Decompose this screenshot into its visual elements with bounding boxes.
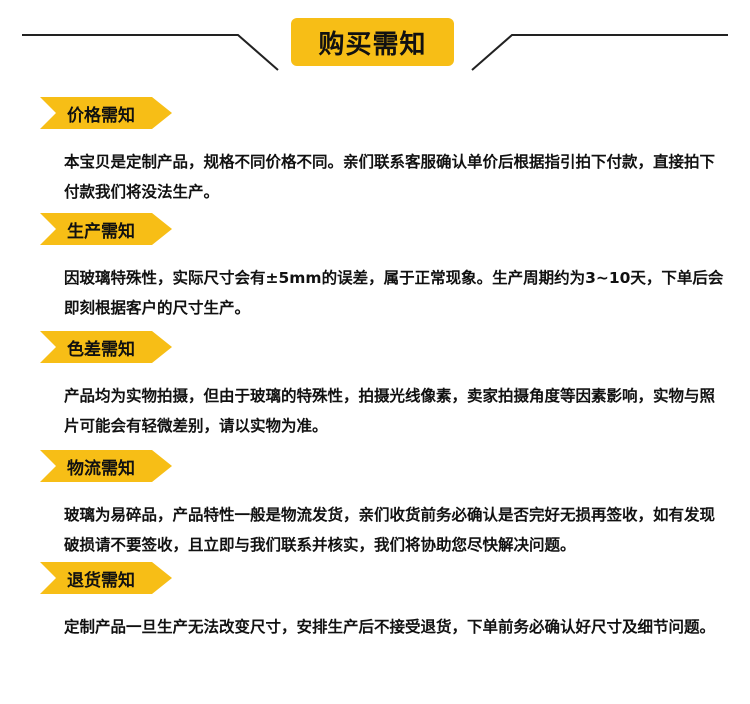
section-text: 定制产品一旦生产无法改变尺寸，安排生产后不接受退货，下单前务必确认好尺寸及细节问… xyxy=(64,618,716,636)
section-production: 生产需知 因玻璃特殊性，实际尺寸会有±5mm的误差，属于正常现象。生产周期约为3… xyxy=(40,213,723,323)
tag-shape-icon xyxy=(40,562,172,594)
tag-shape-icon xyxy=(40,331,172,363)
section-price: 价格需知 本宝贝是定制产品，规格不同价格不同。亲们联系客服确认单价后根据指引拍下… xyxy=(40,97,720,207)
tag-shape-icon xyxy=(40,213,172,245)
header-decorative-lines xyxy=(22,34,728,71)
section-tag: 退货需知 xyxy=(40,562,172,594)
section-tag: 物流需知 xyxy=(40,450,172,482)
section-text: 玻璃为易碎品，产品特性一般是物流发货，亲们收货前务必确认是否完好无损再签收，如有… xyxy=(64,506,716,554)
section-returns: 退货需知 定制产品一旦生产无法改变尺寸，安排生产后不接受退货，下单前务必确认好尺… xyxy=(40,562,720,642)
tag-shape-icon xyxy=(40,97,172,129)
page-title: 购买需知 xyxy=(291,18,454,66)
section-heading: 退货需知 xyxy=(67,570,135,591)
tag-shape-icon xyxy=(40,450,172,482)
section-heading: 生产需知 xyxy=(67,221,135,242)
section-text: 产品均为实物拍摄，但由于玻璃的特殊性，拍摄光线像素，卖家拍摄角度等因素影响，实物… xyxy=(64,387,716,435)
section-text: 本宝贝是定制产品，规格不同价格不同。亲们联系客服确认单价后根据指引拍下付款，直接… xyxy=(64,153,716,201)
section-heading: 色差需知 xyxy=(67,339,135,360)
section-color-difference: 色差需知 产品均为实物拍摄，但由于玻璃的特殊性，拍摄光线像素，卖家拍摄角度等因素… xyxy=(40,331,720,441)
section-tag: 生产需知 xyxy=(40,213,172,245)
section-heading: 价格需知 xyxy=(67,105,135,126)
section-heading: 物流需知 xyxy=(67,458,135,479)
section-tag: 色差需知 xyxy=(40,331,172,363)
section-text: 因玻璃特殊性，实际尺寸会有±5mm的误差，属于正常现象。生产周期约为3~10天，… xyxy=(64,269,724,317)
section-logistics: 物流需知 玻璃为易碎品，产品特性一般是物流发货，亲们收货前务必确认是否完好无损再… xyxy=(40,450,720,560)
section-tag: 价格需知 xyxy=(40,97,172,129)
